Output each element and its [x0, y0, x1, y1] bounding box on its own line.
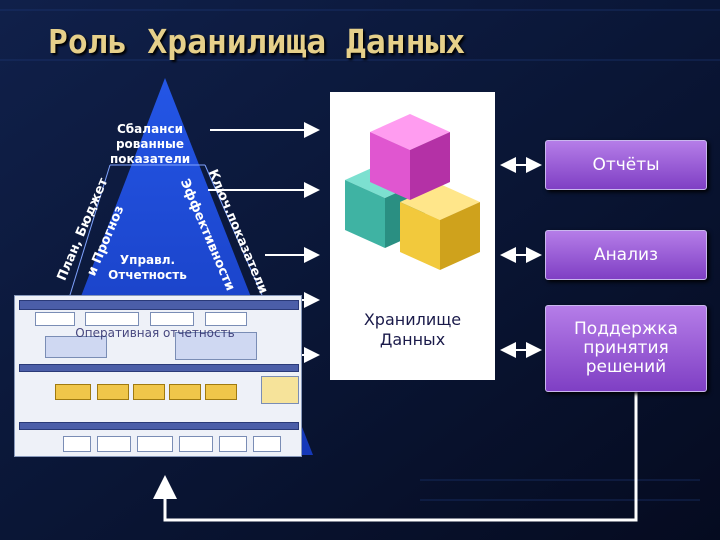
process-block: [45, 336, 107, 358]
process-block: [175, 332, 257, 360]
process-block: [63, 436, 91, 452]
data-warehouse-panel: [330, 92, 495, 380]
process-block: [97, 436, 131, 452]
balanced-scorecard-label: Сбаланси рованные показатели: [110, 122, 191, 166]
data-warehouse-label: Хранилище Данных: [363, 310, 462, 349]
operational-reporting-label: Оперативная отчетность: [75, 326, 235, 340]
process-block: [179, 436, 213, 452]
business-process-panel: [14, 295, 302, 457]
process-block: [205, 312, 247, 326]
process-block: [253, 436, 281, 452]
process-chevron: [169, 384, 201, 400]
process-chevron: [133, 384, 165, 400]
process-block: [219, 436, 247, 452]
process-chevron: [205, 384, 237, 400]
process-chevron: [97, 384, 129, 400]
process-strip: [19, 364, 299, 372]
cubes-icon: [345, 114, 480, 270]
reports-box: Отчёты: [545, 140, 707, 190]
process-block: [261, 376, 299, 404]
process-strip: [19, 422, 299, 430]
management-reporting-label: Управл. Отчетность: [108, 253, 187, 282]
process-block: [85, 312, 139, 326]
process-chevron: [55, 384, 91, 400]
analysis-box: Анализ: [545, 230, 707, 280]
process-strip: [19, 300, 299, 310]
process-block: [137, 436, 173, 452]
process-block: [35, 312, 75, 326]
decision-support-box: Поддержка принятия решений: [545, 305, 707, 392]
page-title: Роль Хранилища Данных: [48, 22, 466, 61]
process-block: [150, 312, 194, 326]
